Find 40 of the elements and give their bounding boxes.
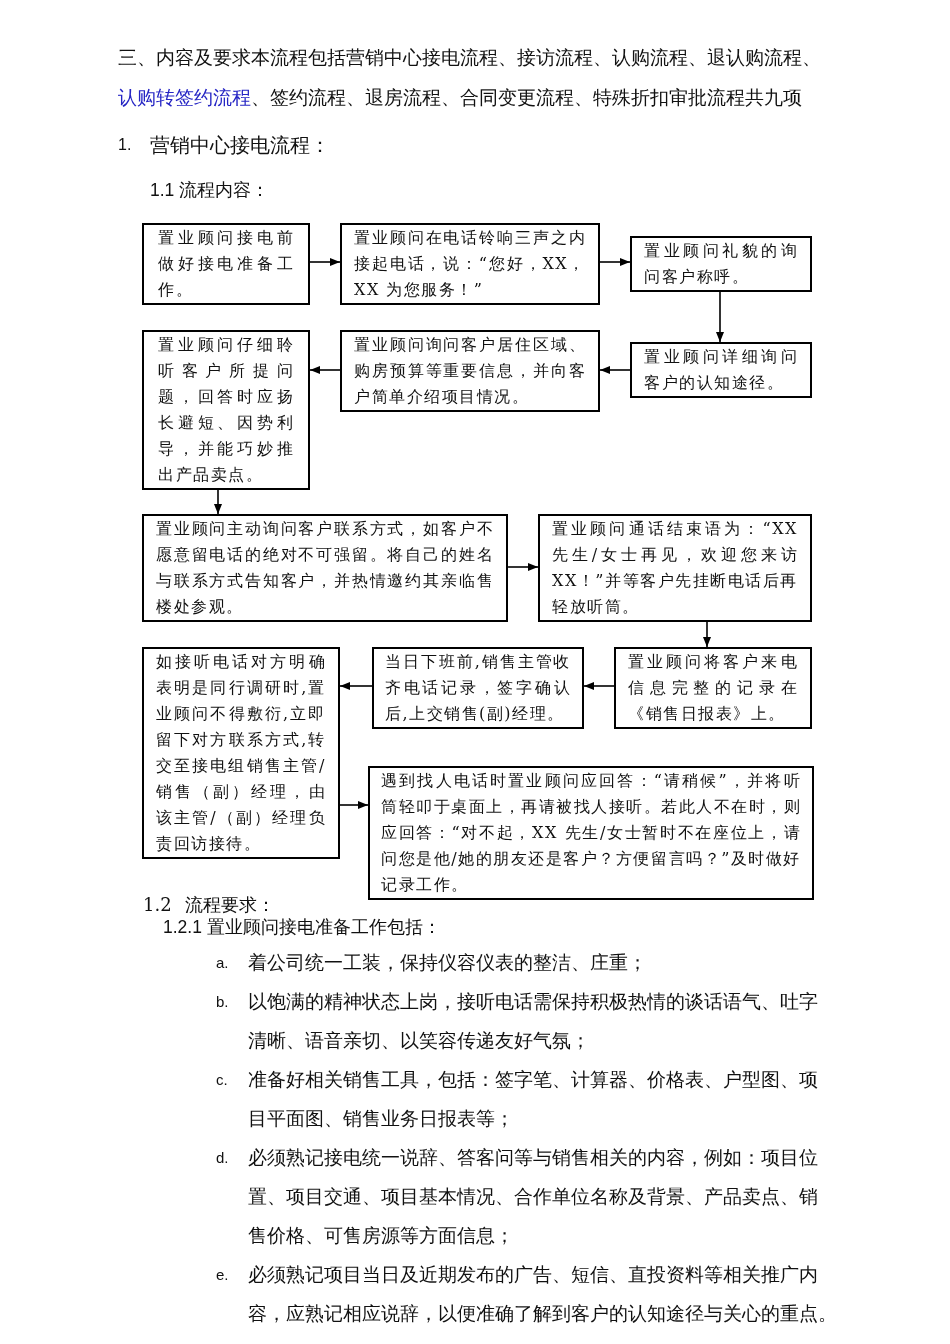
list-marker: c. <box>216 1070 229 1090</box>
process-box: 置业顾问礼貌的询问客户称呼。 <box>630 236 812 292</box>
arrow <box>599 366 631 374</box>
list-item-text: 以饱满的精神状态上岗，接听电话需保持积极热情的谈话语气、吐字清晰、语音亲切、以笑容传递友好气氛； <box>248 990 819 1053</box>
list-marker: d. <box>216 1148 230 1168</box>
arrow <box>339 682 373 690</box>
arrow <box>339 801 369 809</box>
list-item-text: 准备好相关销售工具，包括：签字笔、计算器、价格表、户型图、项目平面图、销售业务日报表等； <box>248 1068 819 1131</box>
list-item-text: 必须熟记项目当日及近期发布的广告、短信、直投资料等相关推广内容，应熟记相应说辞，以便准确了解到客户的认知途径与关心的重点。 <box>248 1263 838 1326</box>
process-box: 置业顾问接电前做好接电准备工作。 <box>142 223 310 305</box>
process-box: 置业顾问通话结束语为：“XX 先生/女士再见，欢迎您来访XX！”并等客户先挂断电话后再轻放听筒。 <box>538 514 812 622</box>
list-marker: a. <box>216 953 230 973</box>
section-number: 1. <box>118 135 132 155</box>
process-box: 置业顾问将客户来电信息完整的记录在《销售日报表》上。 <box>614 647 812 729</box>
process-box: 遇到找人电话时置业顾问应回答：“请稍候”，并将听筒轻叩于桌面上，再请被找人接听。若此人不在时，则应回答：“对不起，XX 先生/女士暂时不在座位上，请问您是他/她的朋友还是客户？方便留言吗？”及时做好记录工作。 <box>368 766 814 900</box>
list-marker: e. <box>216 1265 230 1285</box>
process-box: 置业顾问主动询问客户联系方式，如客户不愿意留电话的绝对不可强留。将自己的姓名与联系方式告知客户，并热情邀约其亲临售楼处参观。 <box>142 514 508 622</box>
process-box: 置业顾问在电话铃响三声之内接起电话，说：“您好，XX，XX 为您服务！” <box>340 223 600 305</box>
list-marker: b. <box>216 992 230 1012</box>
list-item-text: 必须熟记接电统一说辞、答客问等与销售相关的内容，例如：项目位置、项目交通、项目基本情况、合作单位名称及背景、产品卖点、销售价格、可售房源等方面信息； <box>248 1146 819 1248</box>
process-box: 置业顾问询问客户居住区域、购房预算等重要信息，并向客户简单介绍项目情况。 <box>340 330 600 412</box>
arrow <box>703 621 711 648</box>
arrow <box>599 258 631 266</box>
list-item-text: 着公司统一工装，保持仪容仪表的整洁、庄重； <box>248 951 648 975</box>
paragraph: 三、内容及要求本流程包括营销中心接电流程、接访流程、认购流程、退认购流程、 认购转签约流程、签约流程、退房流程、合同变更流程、特殊折扣审批流程共九项 <box>118 38 842 118</box>
arrow <box>309 366 341 374</box>
section-heading: 营销中心接电流程： <box>150 133 330 158</box>
arrow <box>583 682 615 690</box>
process-box: 置业顾问仔细聆听客户所提问题，回答时应扬长避短、因势利导，并能巧妙推出产品卖点。 <box>142 330 310 490</box>
subsection-heading: 1.2.1 置业顾问接电准备工作包括： <box>163 916 441 938</box>
link: 认购转签约流程 <box>118 86 251 110</box>
arrow <box>214 489 222 515</box>
arrow <box>507 563 539 571</box>
subsection-heading: 1.1 流程内容： <box>150 179 270 202</box>
arrow <box>716 291 724 343</box>
arrow <box>309 258 341 266</box>
process-box: 当日下班前,销售主管收齐电话记录，签字确认后,上交销售(副)经理。 <box>372 647 584 729</box>
subsection-heading: 1.2 流程要求： <box>143 894 276 916</box>
process-box: 如接听电话对方明确表明是同行调研时,置业顾问不得敷衍,立即留下对方联系方式,转交至接电组销售主管/销售（副）经理，由该主管/（副）经理负责回访接待。 <box>142 647 340 859</box>
process-box: 置业顾问详细询问客户的认知途径。 <box>630 342 812 398</box>
